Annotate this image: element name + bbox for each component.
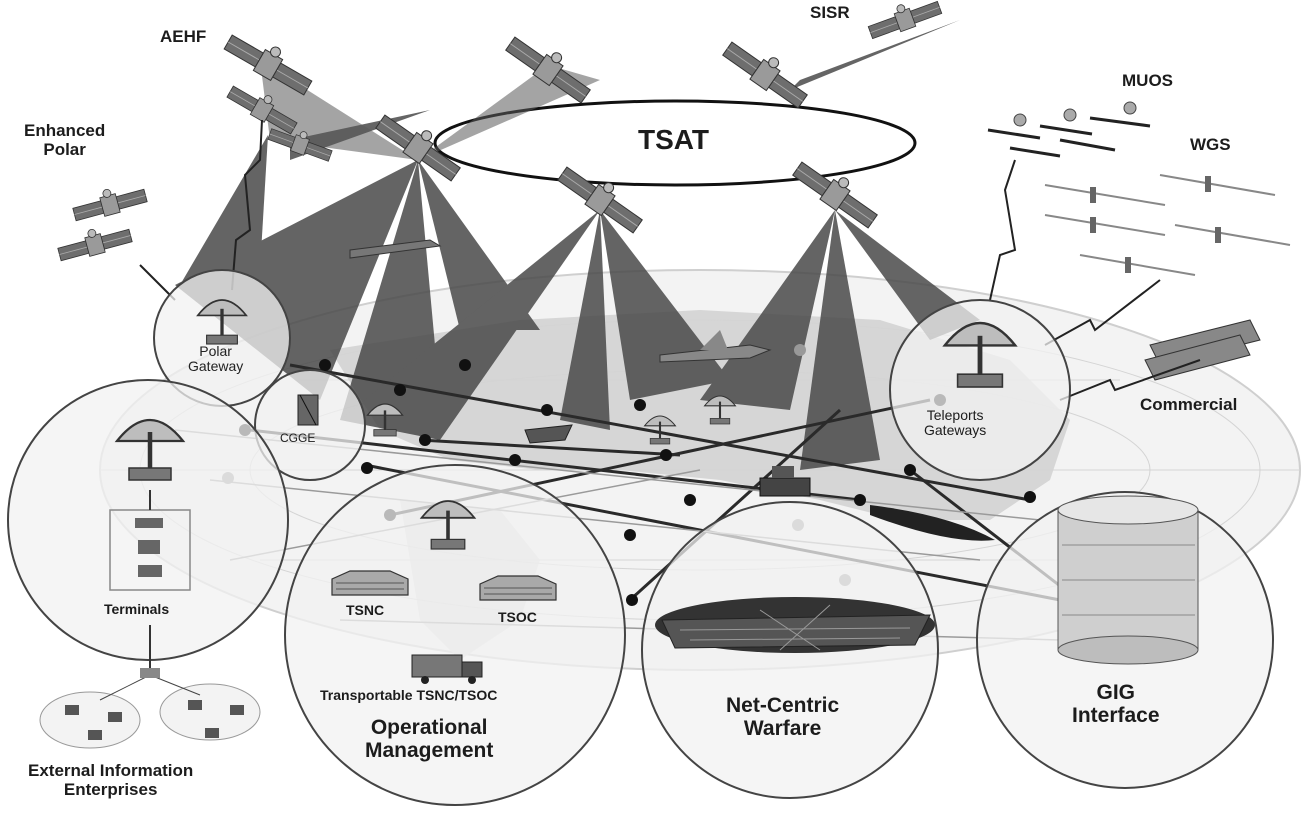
- satellite-icon: [54, 219, 134, 265]
- tsoc-label: TSOC: [498, 609, 537, 625]
- terminals-label: Terminals: [104, 601, 170, 617]
- muos-label: MUOS: [1122, 71, 1173, 90]
- enhanced-polar-label: Enhanced Polar: [24, 121, 106, 159]
- tsnc-label: TSNC: [346, 602, 385, 618]
- computer-icon: [65, 700, 244, 740]
- commercial-label: Commercial: [1140, 395, 1238, 414]
- wgs-satellites: [1044, 174, 1291, 276]
- satellite-icon: [864, 0, 944, 43]
- transportable-label: Transportable TSNC/TSOC: [320, 687, 498, 703]
- polar-gateway-label: Polar Gateway: [188, 343, 244, 375]
- teleports-gateways-label: Teleports Gateways: [924, 407, 987, 439]
- database-icon: [1057, 495, 1199, 665]
- tsat-label: TSAT: [638, 124, 710, 155]
- operational-management-circle: [284, 464, 626, 806]
- aehf-label: AEHF: [160, 27, 207, 46]
- net-centric-warfare-label: Net-Centric Warfare: [726, 694, 840, 741]
- submarine-icon: [870, 505, 995, 541]
- rf-links: [139, 119, 1201, 401]
- satellite-icon: [69, 179, 149, 225]
- building-icon: [331, 570, 409, 596]
- sisr-label: SISR: [810, 3, 850, 22]
- city-icon: [655, 597, 935, 653]
- commercial-satellites: [1144, 319, 1261, 381]
- wgs-label: WGS: [1190, 135, 1231, 154]
- ship-icon: [524, 424, 573, 444]
- teleports-gateways-circle: [889, 299, 1071, 481]
- gig-interface-label: GIG Interface: [1072, 681, 1160, 728]
- aircraft-icon: [349, 239, 442, 259]
- truck-icon: [411, 654, 483, 684]
- building-icon: [479, 575, 557, 601]
- satellite-icon: [789, 151, 885, 232]
- cgge-label: CGGE: [280, 431, 316, 445]
- aircraft-icon: [659, 330, 772, 363]
- oil-rig-icon: [297, 394, 319, 426]
- continent-shape: [330, 310, 1070, 520]
- satellite-icon: [719, 31, 815, 112]
- external-information-enterprises-label: External Information Enterprises: [28, 761, 194, 799]
- tank-icon: [759, 466, 811, 497]
- tsat-orbit-ring: [433, 99, 917, 187]
- operational-management-label: Operational Management: [365, 716, 494, 763]
- muos-satellites: [987, 116, 1151, 158]
